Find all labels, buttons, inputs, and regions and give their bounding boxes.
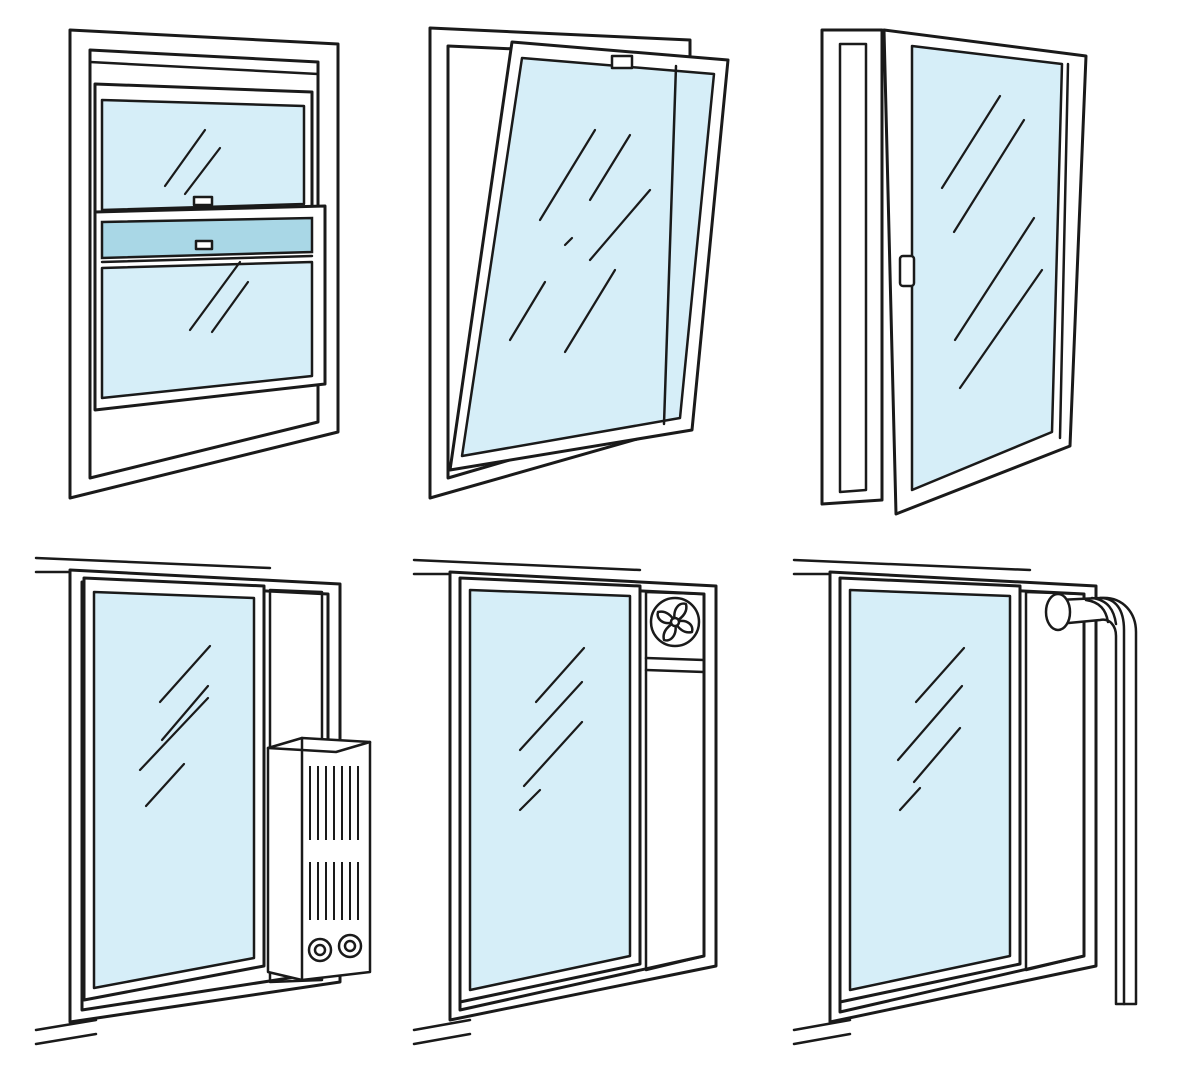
- tilt-window: [428, 26, 730, 500]
- glass-reflection: [563, 236, 574, 247]
- glass-reflection: [588, 188, 652, 262]
- glass-reflection: [518, 788, 542, 812]
- window-gap-panel: [1024, 590, 1086, 972]
- overlap-glass: [100, 216, 314, 260]
- exhaust-fan-icon: [649, 596, 701, 648]
- sliding-glass: [848, 588, 1012, 992]
- ac-unit-top-edge: [266, 740, 372, 754]
- sash-lock: [192, 195, 214, 207]
- glass-reflection: [958, 268, 1044, 390]
- ac-control-knobs: [307, 933, 363, 963]
- double-hung-window: [68, 28, 340, 500]
- hose-outlet: [1044, 592, 1072, 632]
- top-jamb-line: [88, 60, 320, 76]
- casement-glass: [910, 44, 1064, 492]
- wall-bottom-line: [412, 1032, 472, 1046]
- glass-reflection: [518, 680, 584, 752]
- glass-reflection: [914, 646, 966, 704]
- glass-reflection: [183, 146, 222, 196]
- wall-bottom-line: [792, 1018, 852, 1032]
- glass-reflection: [534, 646, 586, 704]
- glass-reflection: [896, 684, 964, 762]
- glass-reflection: [563, 268, 617, 354]
- upper-glass: [100, 98, 306, 212]
- casement-window: [820, 28, 1088, 516]
- fixed-frame-inner: [838, 42, 868, 494]
- glass-reflection: [952, 118, 1026, 234]
- sliding-window-with-exhaust-hose: [792, 558, 1138, 1046]
- sash-lock-lower: [194, 239, 214, 251]
- fan-panel-divider: [644, 656, 706, 662]
- meeting-rail: [100, 254, 314, 264]
- sliding-window-with-ac-unit: [34, 556, 372, 1046]
- fan-panel-divider: [644, 668, 706, 674]
- glass-reflection: [158, 644, 212, 704]
- glass-reflection: [144, 762, 186, 808]
- exhaust-hose: [1044, 592, 1138, 1006]
- wall-top-line: [412, 558, 642, 572]
- sliding-window-with-exhaust-fan: [412, 558, 718, 1046]
- glass-reflection: [940, 94, 1002, 190]
- glass-reflection: [138, 696, 210, 772]
- glass-reflection: [912, 726, 962, 784]
- ac-vent-grille: [309, 766, 359, 920]
- glass-reflection: [160, 684, 210, 742]
- tilted-glass: [460, 56, 716, 458]
- tilt-latch: [610, 54, 634, 70]
- casement-handle: [898, 254, 916, 288]
- glass-reflection: [188, 260, 242, 332]
- wall-bottom-line: [792, 1032, 852, 1046]
- sash-edge: [662, 64, 678, 426]
- wall-top-line: [792, 558, 1032, 572]
- glass-reflection: [163, 128, 207, 188]
- glass-reflection: [522, 720, 584, 788]
- sliding-glass: [468, 588, 632, 992]
- glass-reflection: [588, 133, 632, 202]
- sliding-glass: [92, 590, 256, 990]
- fixed-frame: [820, 28, 884, 506]
- lower-glass: [100, 260, 314, 400]
- wall-bottom-line: [34, 1032, 98, 1046]
- glass-reflection: [508, 280, 547, 342]
- wall-bottom-line: [34, 1018, 98, 1032]
- glass-reflection: [538, 128, 597, 222]
- fan-panel: [644, 590, 706, 972]
- wall-bottom-line: [412, 1018, 472, 1032]
- glass-reflection: [898, 786, 922, 812]
- sash-edge: [1058, 62, 1070, 440]
- wall-top-line: [34, 556, 272, 570]
- glass-reflection: [210, 280, 250, 334]
- glass-reflection: [953, 216, 1036, 342]
